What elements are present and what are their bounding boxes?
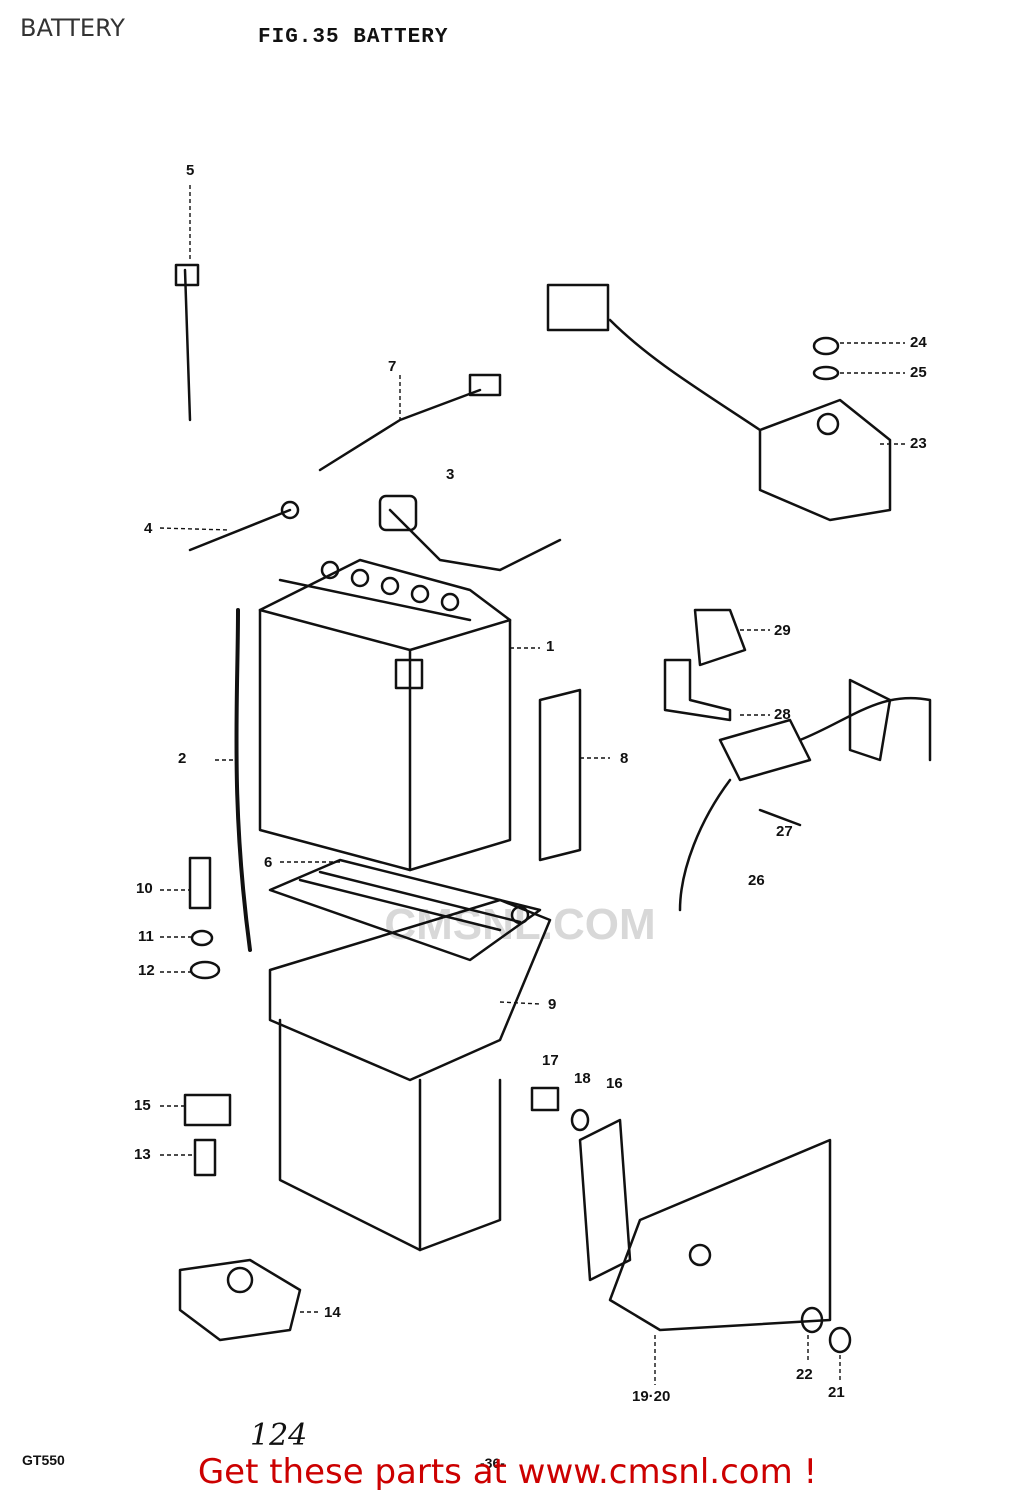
page-number: -36-	[480, 1455, 505, 1471]
battery-part	[258, 558, 512, 872]
clamp-29-part	[693, 608, 747, 667]
part-label-2: 2	[178, 750, 187, 767]
spacer-part	[193, 1138, 217, 1177]
battery-holder-part	[268, 898, 552, 1082]
nut-part	[190, 929, 214, 947]
part-label-25: 25	[910, 364, 927, 381]
page-header-title: BATTERY	[20, 14, 125, 42]
cable-7-part	[318, 388, 482, 472]
cable-5-part	[183, 268, 192, 422]
pad-part	[268, 858, 542, 962]
part-label-9: 9	[548, 996, 557, 1013]
footer-link[interactable]: Get these parts at www.cmsnl.com !	[197, 1452, 818, 1492]
part-label-6: 6	[264, 854, 273, 871]
part-label-18: 18	[574, 1070, 591, 1087]
part-label-21: 21	[828, 1384, 845, 1401]
part-label-7: 7	[388, 358, 397, 375]
cushion-part	[183, 1093, 232, 1127]
rubber-16-part	[578, 1118, 632, 1282]
part-label-8: 8	[620, 750, 629, 767]
regulator-part	[758, 398, 892, 522]
model-label: GT550	[22, 1452, 65, 1468]
part-label-26: 26	[748, 872, 765, 889]
part-label-22: 22	[796, 1366, 813, 1383]
part-label-3: 3	[446, 466, 455, 483]
damper-part	[178, 1258, 302, 1342]
part-label-4: 4	[144, 520, 153, 537]
part-label-17: 17	[542, 1052, 559, 1069]
part-label-16: 16	[606, 1075, 623, 1092]
fuse-box-part	[718, 718, 812, 782]
bolt-part	[188, 856, 212, 910]
part-label-19-20: 19·20	[632, 1388, 671, 1405]
part-label-10: 10	[136, 880, 153, 897]
part-label-1: 1	[546, 638, 555, 655]
cable-3-part	[388, 508, 562, 572]
part-label-15: 15	[134, 1097, 151, 1114]
clamp-28-part	[663, 658, 732, 722]
part-label-11: 11	[138, 928, 154, 945]
cable-4-part	[188, 508, 292, 552]
washer-part	[189, 960, 221, 980]
plate-part	[538, 688, 582, 862]
handwritten-number: 124	[250, 1418, 308, 1453]
part-label-27: 27	[776, 823, 793, 840]
figure-title: FIG.35 BATTERY	[258, 26, 449, 49]
bracket-part	[608, 1138, 832, 1332]
vent-tube-part	[234, 608, 252, 952]
part-label-12: 12	[138, 962, 155, 979]
part-label-5: 5	[186, 162, 195, 179]
part-label-29: 29	[774, 622, 791, 639]
part-label-28: 28	[774, 706, 791, 723]
part-label-13: 13	[134, 1146, 151, 1163]
part-label-23: 23	[910, 435, 927, 452]
part-label-14: 14	[324, 1304, 341, 1321]
part-label-24: 24	[910, 334, 927, 351]
